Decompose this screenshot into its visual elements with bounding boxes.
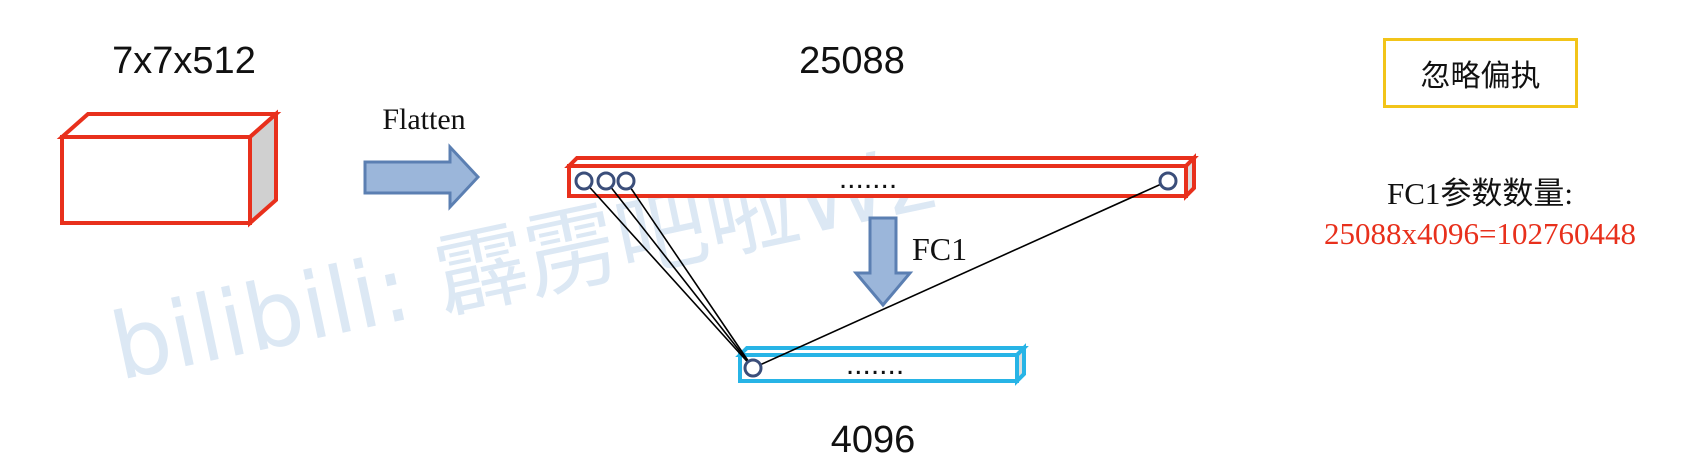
input-feature-block [56,109,282,228]
flat-node [1158,171,1178,191]
flat-vector-nodes [574,171,1178,191]
fc1-arrow [852,216,914,308]
output-vector-ellipsis: ....... [846,348,904,381]
input-shape-label: 7x7x512 [112,40,256,82]
flat-node [596,171,616,191]
flatten-label: Flatten [382,103,465,136]
fc1-connections [583,180,1169,369]
output-node [743,358,763,378]
output-vector-label: 4096 [831,419,916,461]
flat-vector-label: 25088 [799,40,905,82]
flatten-arrow [363,143,481,211]
flat-vector-ellipsis: ....... [839,162,897,195]
fc1-label: FC1 [912,231,967,267]
flat-node [616,171,636,191]
flat-node [574,171,594,191]
note-box: 忽略偏执 [1383,38,1578,108]
flat-vector-bar [564,153,1199,201]
param-count-value: 25088x4096=102760448 [1324,216,1636,251]
param-count-title: FC1参数数量: [1386,176,1574,211]
output-vector-bar [735,343,1029,386]
